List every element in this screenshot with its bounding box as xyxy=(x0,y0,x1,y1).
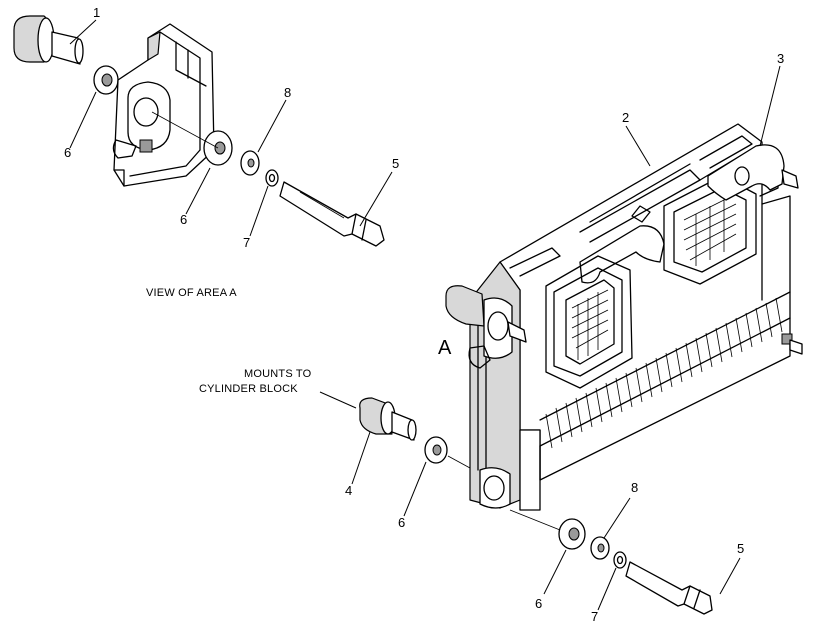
callout-2: 2 xyxy=(622,110,630,125)
detail-view-area-a xyxy=(13,15,385,247)
callout-5-bottom: 5 xyxy=(737,541,745,556)
washer-part-8-lower xyxy=(590,536,610,560)
mounting-bracket-detail xyxy=(112,23,215,187)
cooling-fins xyxy=(539,291,791,449)
callout-7-bottom: 7 xyxy=(591,609,599,624)
washer-part-6-detail-outer xyxy=(93,65,119,95)
lockwasher-part-7-detail xyxy=(265,169,279,187)
callout-1: 1 xyxy=(93,5,101,20)
lockwasher-part-7-lower xyxy=(613,551,627,569)
callout-4: 4 xyxy=(345,483,353,498)
callout-3: 3 xyxy=(777,51,785,66)
ecm-module-part-2 xyxy=(469,123,791,511)
bolt-part-5-lower xyxy=(625,561,713,615)
washer-part-8-detail xyxy=(240,150,260,176)
bolt-part-5-detail xyxy=(279,181,385,247)
mounts-to-caption-line1: MOUNTS TO xyxy=(244,368,312,380)
mounts-to-caption-line2: CYLINDER BLOCK xyxy=(199,383,298,395)
callout-5-top: 5 xyxy=(392,156,400,171)
bracket-part-3 xyxy=(707,144,799,201)
washer-part-6-lower-right xyxy=(558,518,586,550)
area-a-label: A xyxy=(438,337,452,359)
callout-6-lower-left: 6 xyxy=(398,515,406,530)
leader-lines xyxy=(69,19,781,611)
callout-6-top-left: 6 xyxy=(64,145,72,160)
isolator-part-4 xyxy=(359,397,417,441)
callout-7-top: 7 xyxy=(243,235,251,250)
callout-6-detail: 6 xyxy=(180,212,188,227)
washer-part-6-lower-left xyxy=(424,436,448,464)
isolator-part-1 xyxy=(13,15,84,65)
module-side-mount xyxy=(445,285,803,509)
callout-8-bottom: 8 xyxy=(631,480,639,495)
callout-8-top: 8 xyxy=(284,85,292,100)
view-of-area-caption: VIEW OF AREA A xyxy=(146,287,237,299)
callout-6-lower-right: 6 xyxy=(535,596,543,611)
